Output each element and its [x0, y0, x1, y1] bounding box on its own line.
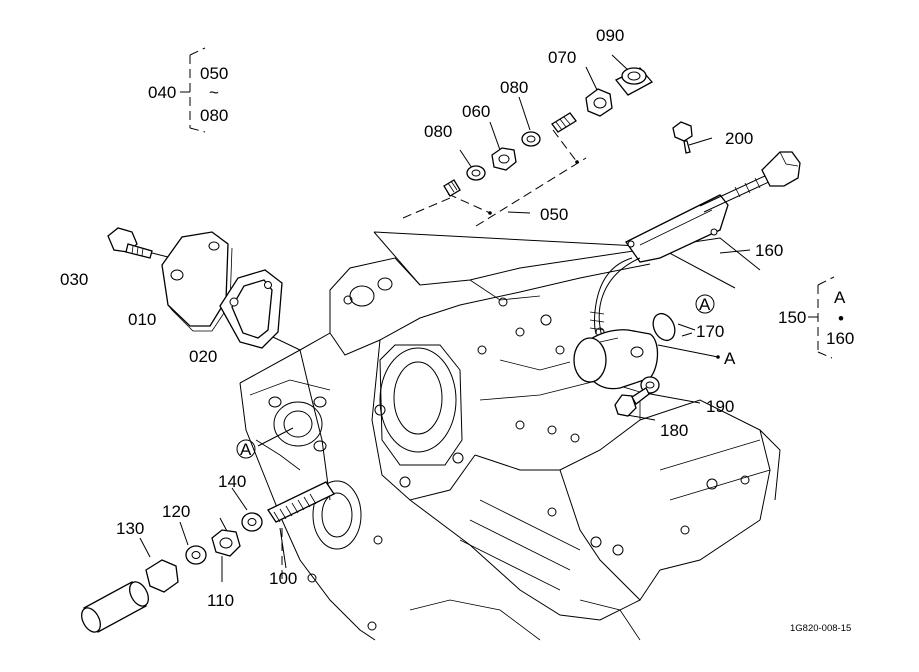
- marker-a-oring-text: A: [699, 295, 711, 314]
- group-150-to: 160: [826, 329, 854, 348]
- group-040-sep: ~: [209, 83, 219, 102]
- callout-080-upper: 080: [500, 78, 528, 97]
- group-040-to: 080: [200, 106, 228, 125]
- part-080-small-stud: [443, 179, 461, 197]
- part-110-nut: [211, 529, 241, 557]
- group-040-from: 050: [200, 64, 228, 83]
- engine-block: [239, 237, 781, 641]
- callout-090: 090: [596, 26, 624, 45]
- part-130-sleeve: [81, 581, 149, 633]
- part-020-gasket: [219, 269, 283, 349]
- callout-120: 120: [162, 502, 190, 521]
- part-060-nut: [491, 147, 517, 171]
- marker-a-engine-text: A: [240, 440, 252, 459]
- marker-a-oring: A: [695, 294, 715, 314]
- part-080-washer-upper: [521, 131, 541, 147]
- marker-a-sensor: A: [716, 349, 736, 368]
- callout-010: 010: [128, 310, 156, 329]
- callout-160: 160: [755, 241, 783, 260]
- callout-180: 180: [660, 421, 688, 440]
- part-090-sleeve: [614, 67, 654, 96]
- group-150-from: A: [834, 288, 846, 307]
- part-010-cover: [161, 231, 233, 332]
- part-cap-nut: [145, 559, 179, 593]
- callout-200: 200: [725, 129, 753, 148]
- callout-030: 030: [60, 270, 88, 289]
- callout-070: 070: [548, 48, 576, 67]
- dashed-group-lines: [189, 47, 835, 580]
- part-180-bolt: [614, 387, 650, 417]
- part-100-stud: [267, 481, 335, 523]
- part-030-bolt: [107, 227, 153, 259]
- callout-050: 050: [540, 205, 568, 224]
- callout-130: 130: [116, 519, 144, 538]
- callout-150: 150: [778, 308, 806, 327]
- part-170-o-ring: [652, 312, 676, 342]
- part-120-washer: [185, 545, 207, 565]
- callout-190: 190: [706, 397, 734, 416]
- part-200-bolt: [672, 121, 693, 154]
- callout-100: 100: [269, 569, 297, 588]
- part-160-sensor-bracket: [589, 151, 801, 339]
- callout-110: 110: [207, 591, 234, 610]
- marker-a-engine: A: [236, 439, 256, 459]
- callout-140: 140: [218, 472, 246, 491]
- part-070-cap-nut: [585, 88, 613, 117]
- reference-code: 1G820-008-15: [790, 623, 851, 634]
- marker-a-sensor-text: A: [724, 349, 736, 368]
- leader-lines: [139, 54, 818, 582]
- callout-170: 170: [696, 322, 724, 341]
- callout-labels: 090 070 080 060 080 050 040 050 ~ 080 03…: [60, 26, 854, 610]
- sensor-body: [573, 329, 659, 390]
- callout-060: 060: [462, 102, 490, 121]
- callout-040: 040: [148, 83, 176, 102]
- part-140-washer: [241, 512, 263, 532]
- callout-080-lower: 080: [424, 122, 452, 141]
- part-080-washer-lower: [466, 165, 486, 181]
- part-stud-upper: [551, 112, 577, 133]
- callout-020: 020: [189, 347, 217, 366]
- group-150-sep: •: [838, 309, 844, 328]
